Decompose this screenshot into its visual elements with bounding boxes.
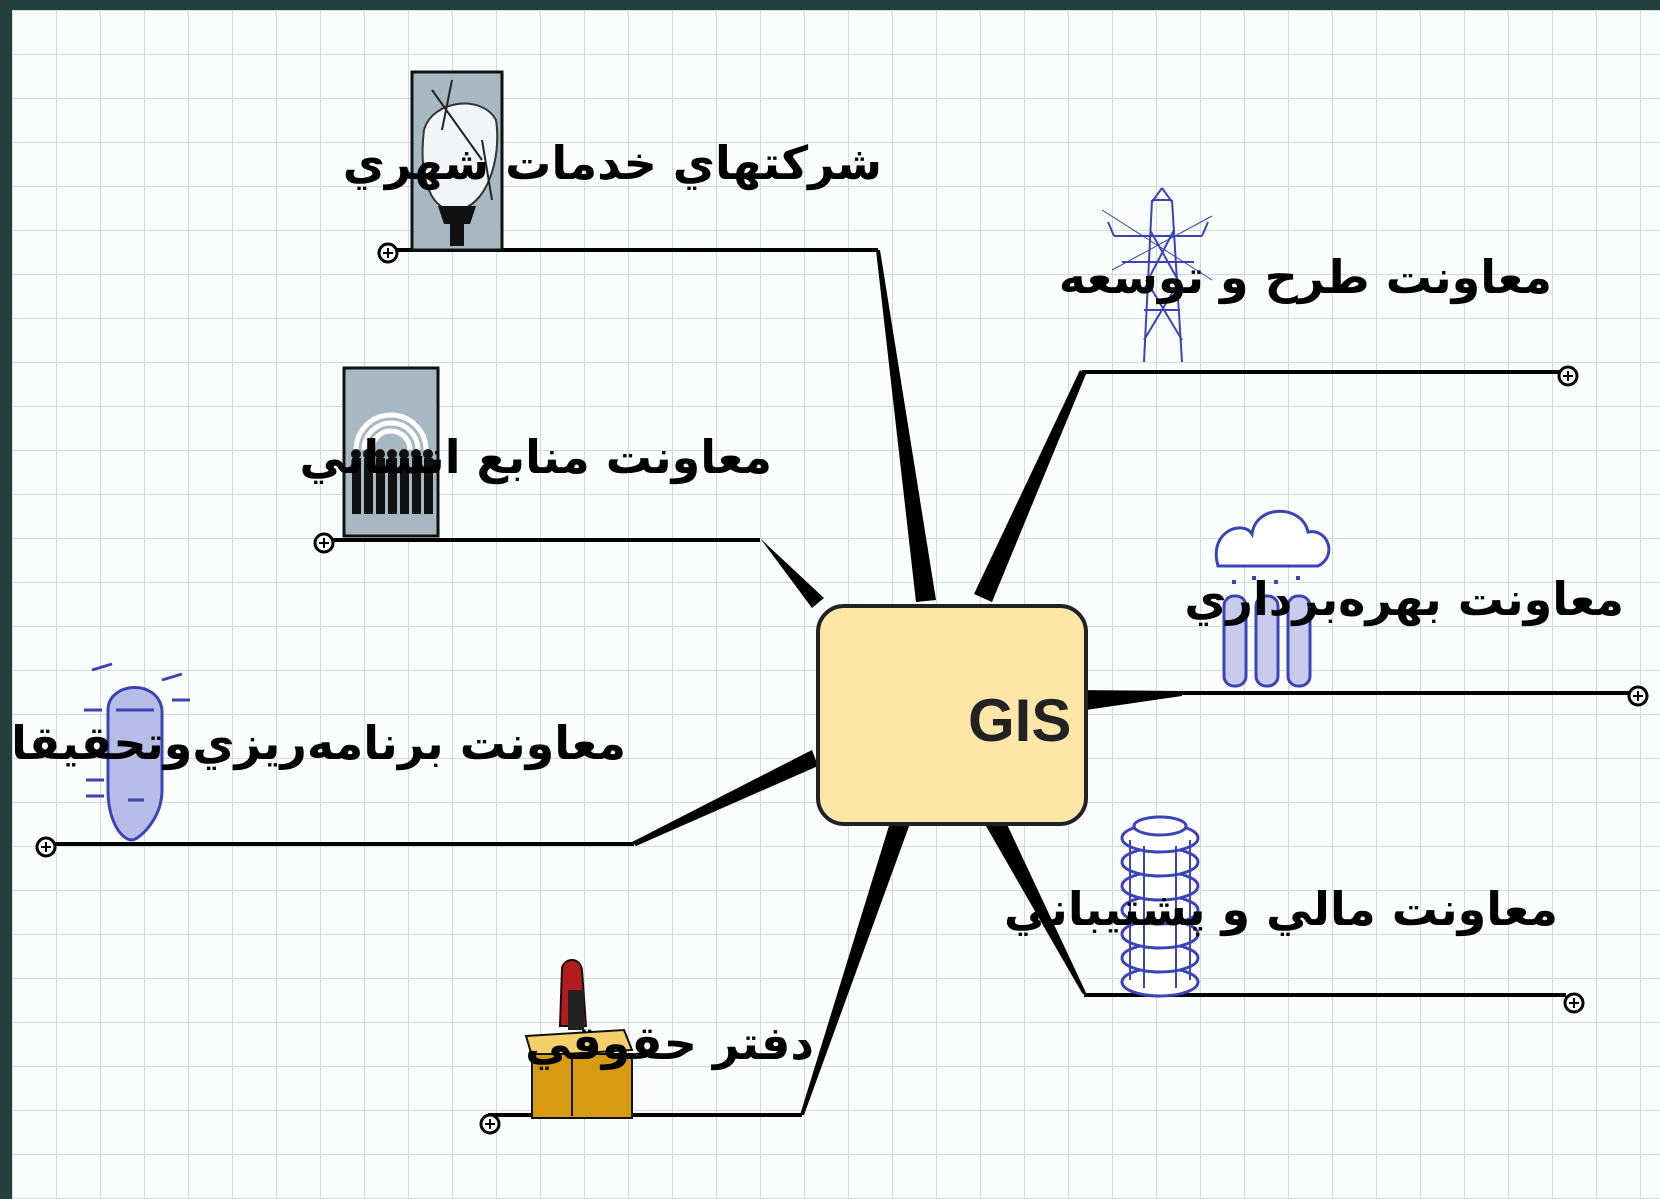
expand-handle-legal[interactable] xyxy=(479,1113,501,1135)
center-node[interactable] xyxy=(816,604,1088,826)
expand-handle-operations[interactable] xyxy=(1627,685,1649,707)
expand-handle-finance[interactable] xyxy=(1563,992,1585,1014)
branch-label-development: معاونت طرح و توسعه xyxy=(1058,250,1553,304)
city-services-icon xyxy=(410,70,504,252)
branch-label-city-services: شركتهاي خدمات شهري xyxy=(342,136,883,190)
connector-city-services xyxy=(876,250,936,602)
expand-handle-development[interactable] xyxy=(1557,365,1579,387)
legal-desk-icon xyxy=(524,959,634,1119)
mind-map-canvas: GIS شركتهاي خدمات شهري معاونت منابع انسا… xyxy=(12,10,1660,1199)
connector-development xyxy=(974,370,1086,602)
branch-label-finance: معاونت مالي و پشتيباني xyxy=(1004,882,1559,936)
expand-handle-human-resources[interactable] xyxy=(313,532,335,554)
planning-head-icon xyxy=(84,662,190,842)
connector-legal xyxy=(800,816,912,1115)
branch-label-operations: معاونت بهره‌برداري xyxy=(1184,572,1625,626)
cloud-pillars-icon xyxy=(1214,509,1331,688)
connector-operations xyxy=(1072,690,1182,712)
expand-handle-planning[interactable] xyxy=(35,836,57,858)
power-tower-icon xyxy=(1101,187,1213,363)
branch-label-legal: دفتر حقوقي xyxy=(525,1016,815,1070)
expand-handle-city-services[interactable] xyxy=(377,242,399,264)
connector-human-resources xyxy=(760,538,824,608)
human-resources-icon xyxy=(342,366,440,538)
connector-layer xyxy=(35,70,1649,1135)
connector-planning xyxy=(632,750,818,846)
branch-label-planning: معاونت برنامه‌ريزي‌وتحقيقات xyxy=(12,716,627,770)
center-label: GIS xyxy=(968,687,1072,754)
branch-label-human-resources: معاونت منابع انساني xyxy=(299,430,773,484)
coin-stack-icon xyxy=(1120,815,1200,998)
connector-finance xyxy=(986,818,1088,997)
